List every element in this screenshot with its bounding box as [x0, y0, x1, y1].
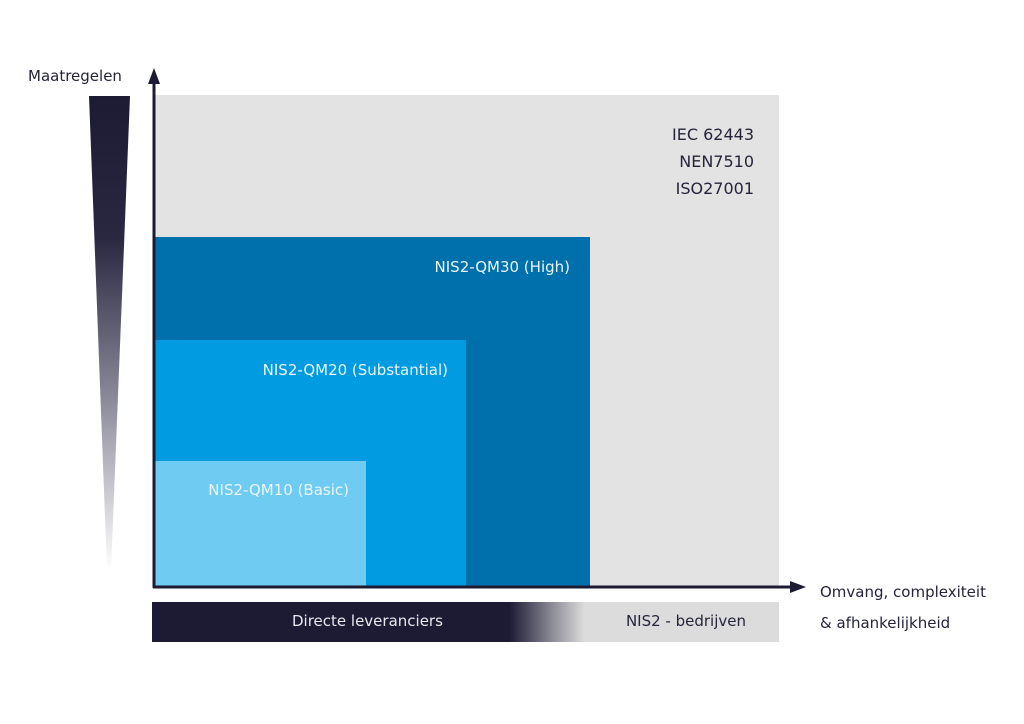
- y-axis-label: Maatregelen: [28, 67, 122, 85]
- level-label-basic: NIS2-QM10 (Basic): [208, 481, 349, 499]
- measures-wedge: [89, 96, 130, 570]
- level-label-high: NIS2-QM30 (High): [434, 258, 570, 276]
- level-label-substantial: NIS2-QM20 (Substantial): [262, 361, 448, 379]
- x-axis-label-line-2: & afhankelijkheid: [820, 614, 951, 632]
- x-axis-label: Omvang, complexiteit & afhankelijkheid: [820, 577, 986, 639]
- standard-nen7510: NEN7510: [679, 152, 754, 171]
- level-block-basic: NIS2-QM10 (Basic): [155, 461, 366, 587]
- standard-iec-62443: IEC 62443: [672, 125, 754, 144]
- scope-bar: Directe leveranciers NIS2 - bedrijven: [152, 602, 779, 642]
- x-axis-label-line-1: Omvang, complexiteit: [820, 583, 986, 601]
- standards-list: IEC 62443 NEN7510 ISO27001: [672, 121, 754, 202]
- x-axis-arrowhead-icon: [790, 581, 806, 593]
- direct-suppliers-label: Directe leveranciers: [292, 612, 443, 630]
- nis2-companies-label: NIS2 - bedrijven: [625, 612, 746, 630]
- standard-iso27001: ISO27001: [675, 179, 754, 198]
- y-axis-arrowhead-icon: [148, 68, 160, 84]
